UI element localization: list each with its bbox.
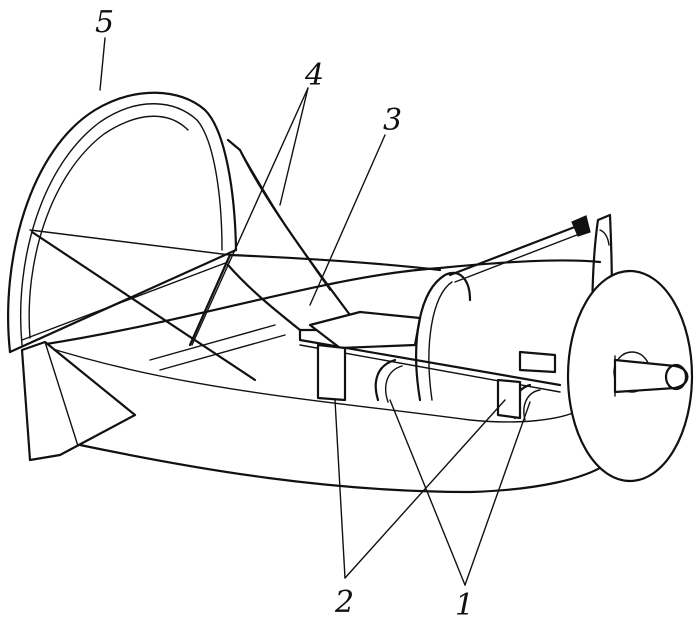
callout-1: 1 bbox=[455, 588, 474, 622]
nose-disc bbox=[566, 269, 694, 483]
bulkheads bbox=[316, 213, 614, 421]
callout-5: 5 bbox=[95, 5, 114, 40]
longerons bbox=[226, 138, 562, 393]
fuselage-body bbox=[20, 253, 607, 494]
callout-2: 2 bbox=[334, 585, 354, 620]
callout-4: 4 bbox=[304, 58, 324, 93]
callout-3: 3 bbox=[383, 103, 402, 138]
leader-lines bbox=[99, 37, 531, 586]
canopy-frame bbox=[7, 91, 286, 382]
